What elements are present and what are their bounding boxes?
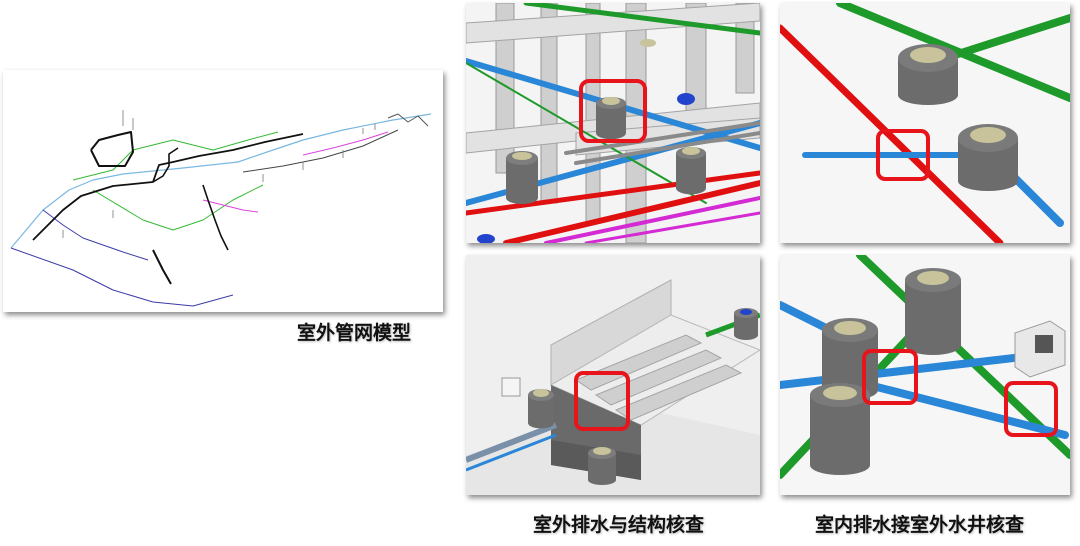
highlight-box xyxy=(574,371,630,431)
highlight-box xyxy=(579,79,647,143)
network-linework-drawing xyxy=(10,110,432,307)
caption-outdoor-drainage-structure-check: 室外排水与结构核查 xyxy=(533,514,705,536)
highlight-box xyxy=(876,129,930,181)
highlight-box xyxy=(1004,381,1058,437)
structure-pipe-3d-view xyxy=(466,3,760,243)
well-cylinders xyxy=(898,44,1018,191)
caption-outdoor-network-model: 室外管网模型 xyxy=(297,322,412,344)
drainage-structure-3d-view xyxy=(466,255,760,495)
indoor-outdoor-well-3d-view xyxy=(780,255,1070,495)
structure-pipe-check-panel xyxy=(466,3,760,243)
well-cylinders xyxy=(810,268,961,475)
outdoor-drainage-structure-panel xyxy=(466,255,760,495)
highlight-box xyxy=(862,349,918,405)
outdoor-network-model-panel xyxy=(3,70,443,312)
caption-indoor-to-outdoor-well-check: 室内排水接室外水井核查 xyxy=(815,514,1025,536)
indoor-to-outdoor-well-panel xyxy=(780,255,1070,495)
pipe-crossing-3d-view xyxy=(780,3,1070,243)
pipe-crossing-check-panel xyxy=(780,3,1070,243)
well-cylinders xyxy=(477,39,706,243)
well-cylinders xyxy=(528,308,758,485)
